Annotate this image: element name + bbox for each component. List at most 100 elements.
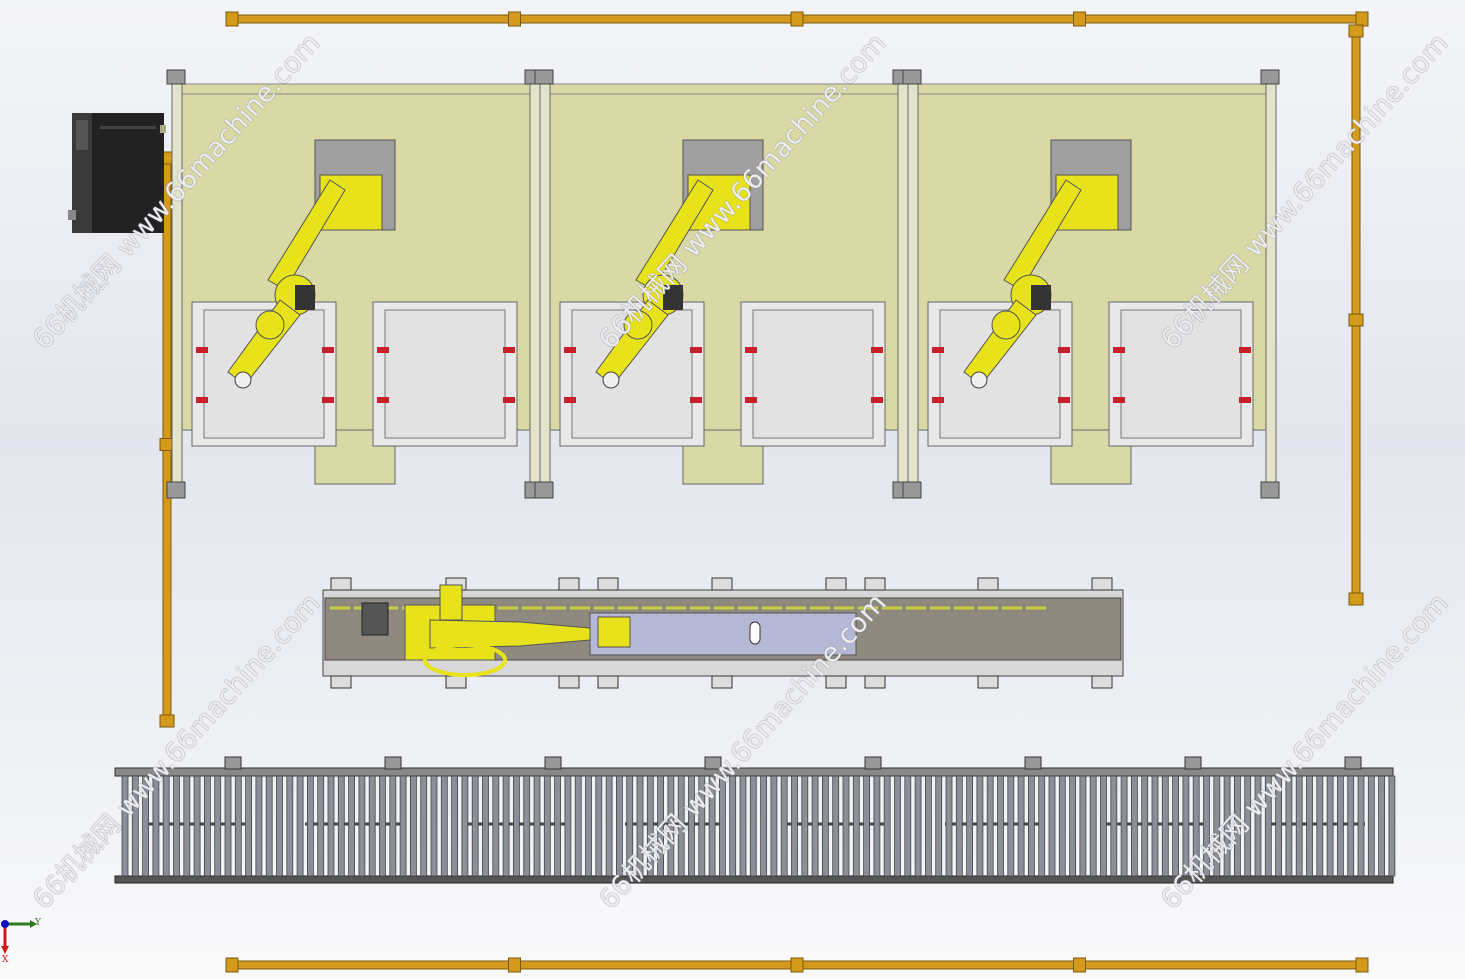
- track-foot: [445, 675, 467, 689]
- conveyor-roller: [749, 775, 757, 877]
- track-foot: [711, 675, 733, 689]
- conveyor-roller: [327, 775, 335, 877]
- post-foot: [166, 481, 186, 499]
- conveyor-roller: [121, 775, 129, 877]
- roller-conveyor: [114, 756, 1396, 884]
- conveyor-roller: [420, 775, 428, 877]
- conveyor-roller: [1223, 775, 1231, 877]
- axis-triad: [1, 920, 37, 954]
- robot-arm: [595, 174, 751, 389]
- conveyor-roller: [646, 775, 654, 877]
- conveyor-roller: [131, 775, 139, 877]
- conveyor-roller: [677, 775, 685, 877]
- conveyor-roller: [739, 775, 747, 877]
- conveyor-roller: [791, 775, 798, 877]
- conveyor-roller: [306, 775, 314, 877]
- conveyor-roller: [1378, 775, 1385, 877]
- conveyor-roller: [986, 775, 994, 877]
- track-foot: [711, 577, 733, 591]
- conveyor-roller: [770, 775, 778, 877]
- conveyor-bracket: [1024, 756, 1042, 770]
- conveyor-roller: [276, 775, 283, 877]
- conveyor-roller: [1120, 775, 1128, 877]
- clamp: [690, 347, 702, 353]
- conveyor-roller: [585, 775, 592, 877]
- clamp: [377, 397, 389, 403]
- conveyor-roller: [1337, 775, 1344, 877]
- conveyor-roller: [832, 775, 840, 877]
- clamp: [196, 347, 208, 353]
- axis-y-label: Y: [35, 918, 41, 928]
- fence-post: [790, 11, 804, 27]
- fence-post: [790, 957, 804, 973]
- conveyor-roller: [698, 775, 706, 877]
- track-foot: [864, 577, 886, 591]
- conveyor-roller: [1141, 775, 1149, 877]
- conveyor-roller: [667, 775, 675, 877]
- track-foot: [558, 675, 580, 689]
- track-foot: [825, 577, 847, 591]
- robot-linear-track: [322, 577, 1124, 689]
- conveyor-roller: [1028, 775, 1035, 877]
- track-foot: [977, 577, 999, 591]
- clamp: [377, 347, 389, 353]
- conveyor-roller: [1192, 775, 1200, 877]
- conveyor-roller: [348, 775, 356, 877]
- conveyor-bracket: [384, 756, 402, 770]
- conveyor-roller: [925, 775, 932, 877]
- conveyor-roller: [1172, 775, 1179, 877]
- post-foot: [166, 69, 186, 85]
- conveyor-roller: [1275, 775, 1282, 877]
- clamp: [503, 347, 515, 353]
- conveyor-roller: [1069, 775, 1076, 877]
- conveyor-roller: [1131, 775, 1138, 877]
- conveyor-roller: [605, 775, 613, 877]
- clamp: [196, 397, 208, 403]
- cell-post: [897, 83, 909, 485]
- fence-post: [1073, 957, 1086, 973]
- clamp: [1239, 347, 1251, 353]
- conveyor-roller: [554, 775, 561, 877]
- conveyor-roller: [409, 775, 417, 877]
- fence-post: [508, 957, 521, 973]
- conveyor-roller: [379, 775, 386, 877]
- welding-cell: [902, 69, 1280, 499]
- fence-post: [1355, 957, 1369, 973]
- conveyor-roller: [574, 775, 582, 877]
- conveyor-roller: [1100, 775, 1107, 877]
- conveyor-roller: [1017, 775, 1025, 877]
- conveyor-roller: [935, 775, 943, 877]
- track-foot: [597, 577, 619, 591]
- conveyor-roller: [688, 775, 695, 877]
- conveyor-roller: [626, 775, 634, 877]
- conveyor-roller: [1326, 775, 1334, 877]
- track-carriage-plate: [589, 612, 857, 656]
- conveyor-roller: [502, 775, 510, 877]
- conveyor-roller: [451, 775, 459, 877]
- conveyor-roller: [873, 775, 881, 877]
- post-foot: [902, 69, 922, 85]
- conveyor-roller: [513, 775, 520, 877]
- conveyor-bracket: [224, 756, 242, 770]
- conveyor-roller: [1388, 775, 1396, 877]
- conveyor-roller: [945, 775, 953, 877]
- conveyor-roller: [1213, 775, 1221, 877]
- conveyor-roller: [265, 775, 273, 877]
- conveyor-roller: [976, 775, 984, 877]
- conveyor-roller: [245, 775, 253, 877]
- conveyor-roller: [1161, 775, 1169, 877]
- robot-arm: [963, 174, 1119, 389]
- clamp: [745, 397, 757, 403]
- fence-post: [159, 714, 175, 728]
- conveyor-bracket: [544, 756, 562, 770]
- fence-post: [508, 11, 521, 27]
- conveyor-roller: [780, 775, 788, 877]
- conveyor-roller: [203, 775, 211, 877]
- clamp: [503, 397, 515, 403]
- conveyor-roller: [1306, 775, 1313, 877]
- conveyor-roller: [399, 775, 407, 877]
- fence-post: [1348, 313, 1364, 327]
- cell-post: [529, 83, 541, 485]
- welding-cells: [166, 69, 1280, 499]
